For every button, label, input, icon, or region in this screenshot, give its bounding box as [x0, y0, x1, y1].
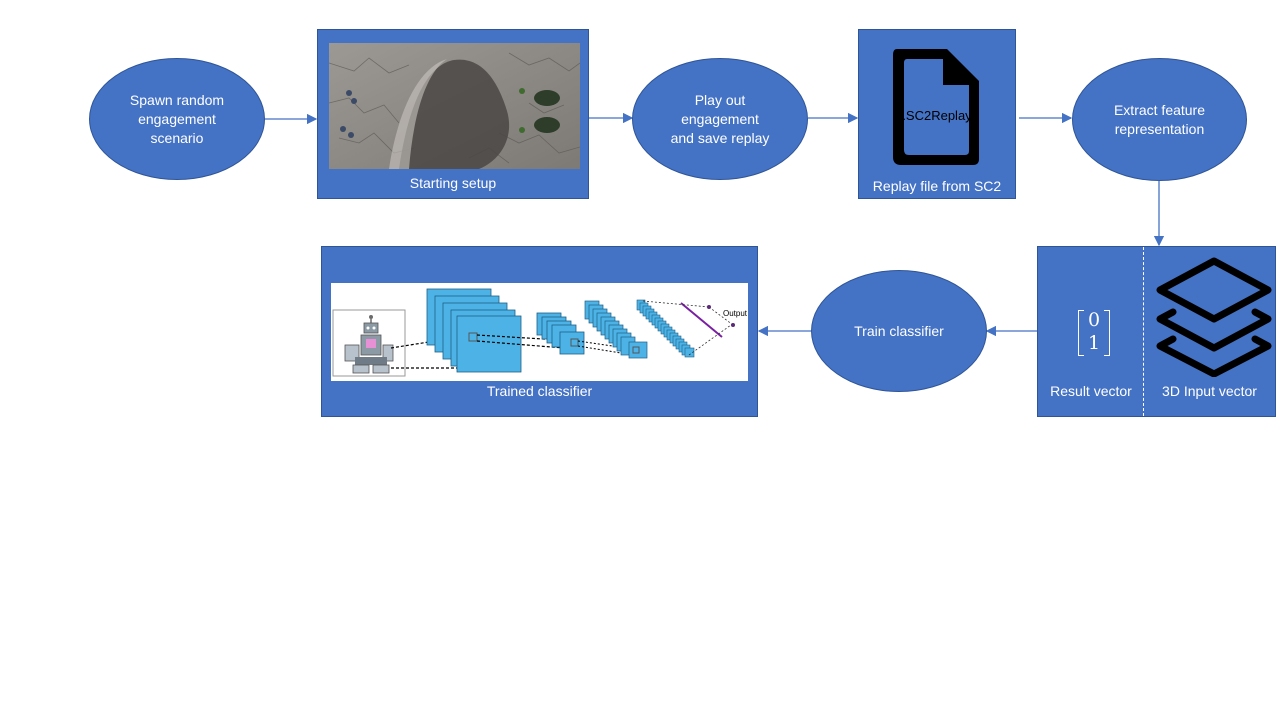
replay-file-caption: Replay file from SC2	[872, 178, 1002, 194]
vector-divider	[1143, 247, 1144, 416]
layers-icon	[1156, 257, 1272, 377]
trained-classifier-node: Output Trained classifier	[321, 246, 758, 417]
result-vector-caption: Result vector	[1050, 383, 1132, 399]
cnn-output-label: Output	[723, 309, 748, 318]
trained-classifier-caption: Trained classifier	[486, 383, 593, 399]
spawn-label: Spawn random engagement scenario	[129, 91, 225, 146]
cnn-diagram: Output	[331, 283, 748, 381]
starting-setup-caption: Starting setup	[409, 175, 497, 191]
train-label: Train classifier	[854, 322, 944, 339]
vector-node: 0 1 Result vector 3D Input vector	[1037, 246, 1276, 417]
terrain-image	[329, 43, 580, 169]
result-matrix: 0 1	[1078, 307, 1110, 359]
extract-node: Extract feature representation	[1072, 58, 1247, 181]
matrix-top: 0	[1088, 309, 1101, 331]
spawn-node: Spawn random engagement scenario	[89, 58, 265, 180]
tank-units	[519, 88, 560, 133]
train-node: Train classifier	[811, 270, 987, 392]
starting-setup-node: Starting setup	[317, 29, 589, 199]
replay-file-label: .SC2Replay	[902, 108, 972, 123]
matrix-bottom: 1	[1088, 332, 1101, 354]
play-out-node: Play out engagement and save replay	[632, 58, 808, 180]
marine-units	[340, 90, 357, 138]
file-icon	[893, 49, 979, 165]
robot-icon	[332, 309, 406, 377]
play-out-label: Play out engagement and save replay	[670, 91, 770, 146]
extract-label: Extract feature representation	[1113, 101, 1206, 137]
input-vector-caption: 3D Input vector	[1162, 383, 1257, 399]
replay-file-node: .SC2Replay Replay file from SC2	[858, 29, 1016, 199]
terrain-shadow	[399, 59, 510, 169]
